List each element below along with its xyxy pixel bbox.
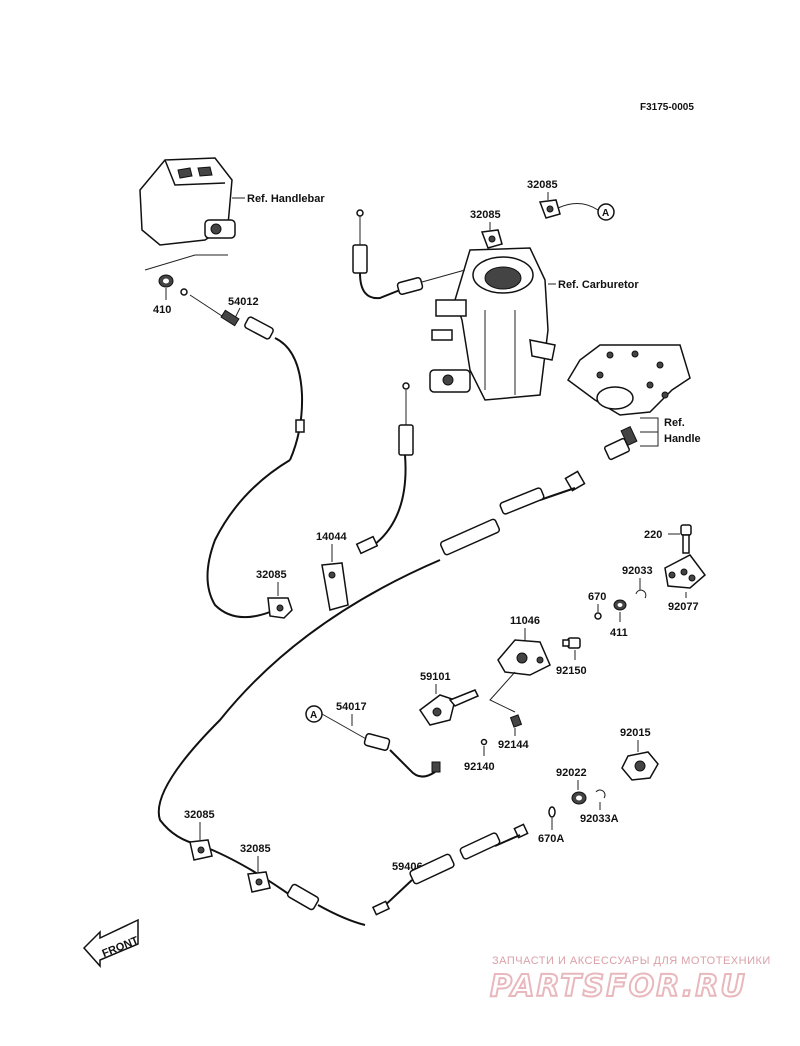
connector-a1: A [597, 203, 615, 221]
label-92150: 92150 [556, 665, 587, 677]
bracket-11046 [497, 639, 551, 676]
clip-92033A [595, 789, 606, 799]
svg-text:A: A [310, 710, 317, 721]
bolt-92144 [509, 714, 523, 728]
ref-carburetor: Ref. Carburetor [558, 279, 639, 291]
label-92144: 92144 [498, 739, 529, 751]
watermark-logo: PARTSFOR.RU [490, 969, 747, 1004]
clamp-32085-e [247, 871, 271, 893]
label-92077: 92077 [668, 601, 699, 613]
label-92140: 92140 [464, 761, 495, 773]
label-14044: 14044 [316, 531, 347, 543]
part-410-washer [158, 274, 188, 296]
label-54017: 54017 [336, 701, 367, 713]
bracket-14044 [321, 562, 349, 611]
label-92022: 92022 [556, 767, 587, 779]
cable-long [157, 470, 586, 926]
carburetor [429, 247, 556, 401]
clamp-32085-d [189, 839, 213, 861]
bolt-220 [680, 524, 692, 554]
ref-handlebar: Ref. Handlebar [247, 193, 325, 205]
label-54012: 54012 [228, 296, 259, 308]
lever-92077 [664, 554, 707, 589]
cable-59406 [371, 823, 529, 916]
clamp-32085-c [267, 597, 293, 619]
ref-handle-line1: Ref. [664, 417, 685, 429]
label-11046: 11046 [510, 615, 540, 627]
handle-plate [567, 344, 691, 416]
handlebar-housing [139, 157, 236, 271]
ref-handle-line2: Handle [664, 433, 701, 445]
front-arrow: FRONT [82, 918, 140, 968]
clip-92033 [635, 589, 647, 599]
label-32085-c: 32085 [256, 569, 287, 581]
label-92033: 92033 [622, 565, 653, 577]
cable-54017 [321, 713, 441, 778]
washer-411 [613, 599, 627, 611]
label-220: 220 [644, 529, 662, 541]
cable-choke-upper [355, 382, 414, 555]
washer-670A [548, 806, 556, 818]
label-410: 410 [153, 304, 171, 316]
label-92033A: 92033A [580, 813, 619, 825]
clamp-32085-b [480, 229, 503, 249]
figure-code: F3175-0005 [640, 102, 694, 113]
connector-a2: A [305, 705, 323, 723]
cable-top [352, 209, 466, 300]
svg-text:A: A [602, 208, 609, 219]
clamp-32085-a [538, 199, 561, 219]
washer-670 [594, 612, 602, 620]
label-670: 670 [588, 591, 606, 603]
washer-92022 [571, 791, 587, 805]
label-32085-b: 32085 [470, 209, 501, 221]
handle-bolt [603, 425, 638, 461]
label-59101: 59101 [420, 671, 451, 683]
label-32085-e: 32085 [240, 843, 271, 855]
label-92015: 92015 [620, 727, 651, 739]
pin-92140 [480, 738, 488, 746]
bolt-92150 [562, 637, 581, 649]
watermark-line1: ЗАПЧАСТИ И АКСЕССУАРЫ ДЛЯ МОТОТЕХНИКИ [492, 955, 771, 967]
label-32085-d: 32085 [184, 809, 215, 821]
label-670A: 670A [538, 833, 564, 845]
lever-59101 [418, 689, 480, 726]
nut-92015 [621, 751, 659, 781]
label-32085-a: 32085 [527, 179, 558, 191]
cable-54012 [189, 294, 305, 619]
label-411: 411 [610, 627, 628, 639]
